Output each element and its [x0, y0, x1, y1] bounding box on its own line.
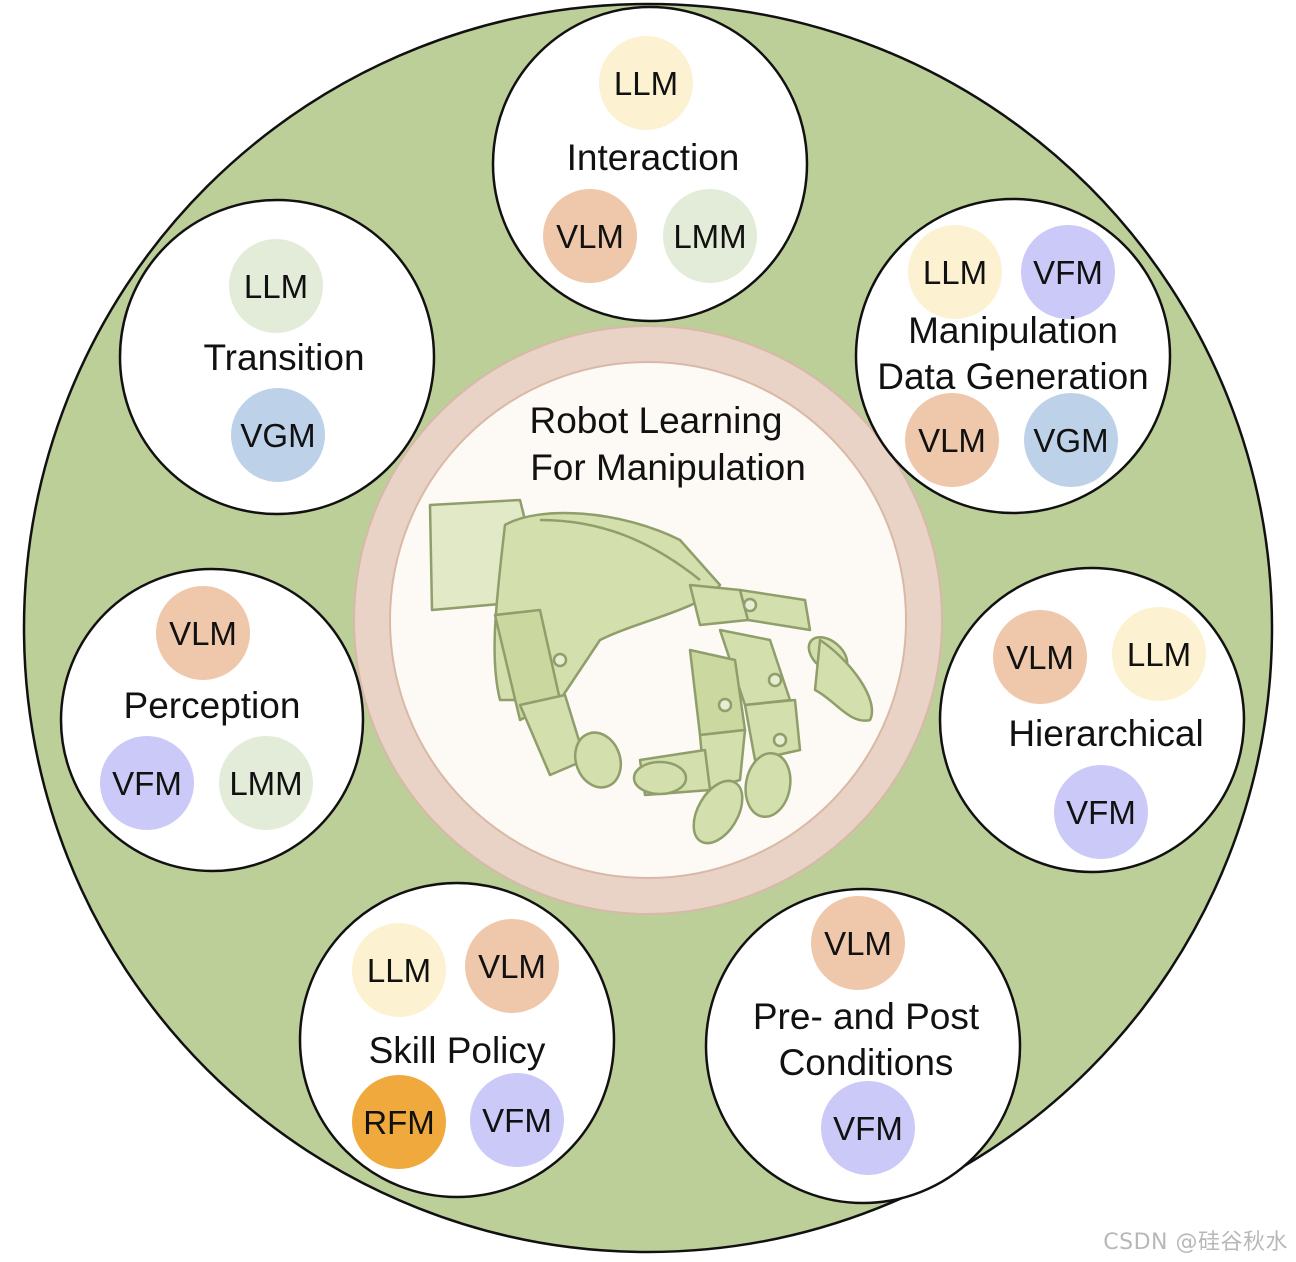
badge-vgm: VGM [231, 388, 325, 482]
watermark: CSDN @硅谷秋水 [1103, 1230, 1288, 1255]
svg-text:VLM: VLM [478, 948, 546, 985]
node-label-line1: Pre- and Post [753, 996, 980, 1037]
badge-vlm: VLM [993, 610, 1087, 704]
svg-text:VLM: VLM [1006, 639, 1074, 676]
svg-text:VGM: VGM [240, 417, 315, 454]
center-title-line1: Robot Learning [529, 400, 782, 441]
svg-text:VLM: VLM [918, 422, 986, 459]
node-label: Transition [203, 337, 364, 378]
svg-text:VLM: VLM [824, 925, 892, 962]
node-label: Skill Policy [369, 1030, 546, 1071]
node-manipulation-data-generation: LLM VFM Manipulation Data Generation VLM… [854, 197, 1172, 515]
badge-rfm: RFM [352, 1075, 446, 1169]
badge-vlm: VLM [543, 189, 637, 283]
badge-vgm: VGM [1024, 393, 1118, 487]
node-label-line2: Data Generation [877, 356, 1149, 397]
svg-text:VFM: VFM [1066, 794, 1136, 831]
node-circle [704, 887, 1022, 1205]
badge-llm: LLM [1112, 607, 1206, 701]
svg-text:VGM: VGM [1033, 422, 1108, 459]
svg-text:LMM: LMM [673, 218, 746, 255]
svg-text:VLM: VLM [556, 218, 624, 255]
svg-text:LLM: LLM [923, 254, 987, 291]
node-label-line2: Conditions [779, 1042, 954, 1083]
node-label: Interaction [567, 137, 740, 178]
svg-text:VFM: VFM [833, 1110, 903, 1147]
badge-llm: LLM [908, 225, 1002, 319]
center-title-line2: For Manipulation [530, 447, 806, 488]
badge-vfm: VFM [1021, 225, 1115, 319]
svg-text:LLM: LLM [614, 65, 678, 102]
center-hub: Robot Learning For Manipulation [353, 325, 943, 915]
node-interaction: LLM Interaction VLM LMM [491, 5, 809, 323]
node-pre-and-post-conditions: VLM Pre- and Post Conditions VFM [704, 887, 1022, 1205]
node-label-line1: Manipulation [908, 310, 1118, 351]
svg-text:VFM: VFM [112, 765, 182, 802]
svg-text:RFM: RFM [363, 1104, 434, 1141]
badge-vfm: VFM [100, 736, 194, 830]
svg-text:VFM: VFM [482, 1102, 552, 1139]
badge-vlm: VLM [465, 919, 559, 1013]
node-hierarchical: VLM LLM Hierarchical VFM [938, 566, 1246, 874]
badge-llm: LLM [229, 239, 323, 333]
svg-text:LMM: LMM [229, 765, 302, 802]
node-label: Perception [124, 685, 301, 726]
svg-text:VFM: VFM [1033, 254, 1103, 291]
badge-vlm: VLM [905, 393, 999, 487]
badge-vlm: VLM [811, 896, 905, 990]
badge-vfm: VFM [470, 1073, 564, 1167]
node-transition: LLM Transition VGM [118, 198, 436, 516]
svg-text:LLM: LLM [367, 952, 431, 989]
node-label: Hierarchical [1008, 713, 1203, 754]
badge-llm: LLM [352, 923, 446, 1017]
svg-text:LLM: LLM [244, 268, 308, 305]
node-circle [118, 198, 436, 516]
svg-text:LLM: LLM [1127, 636, 1191, 673]
node-skill-policy: LLM VLM Skill Policy RFM VFM [298, 881, 616, 1199]
badge-llm: LLM [599, 36, 693, 130]
badge-vlm: VLM [156, 586, 250, 680]
robotic-hand-icon [428, 498, 874, 845]
badge-lmm: LMM [219, 736, 313, 830]
badge-lmm: LMM [663, 189, 757, 283]
node-perception: VLM Perception VFM LMM [59, 567, 365, 873]
badge-vfm: VFM [1054, 765, 1148, 859]
badge-vfm: VFM [821, 1081, 915, 1175]
svg-text:VLM: VLM [169, 615, 237, 652]
